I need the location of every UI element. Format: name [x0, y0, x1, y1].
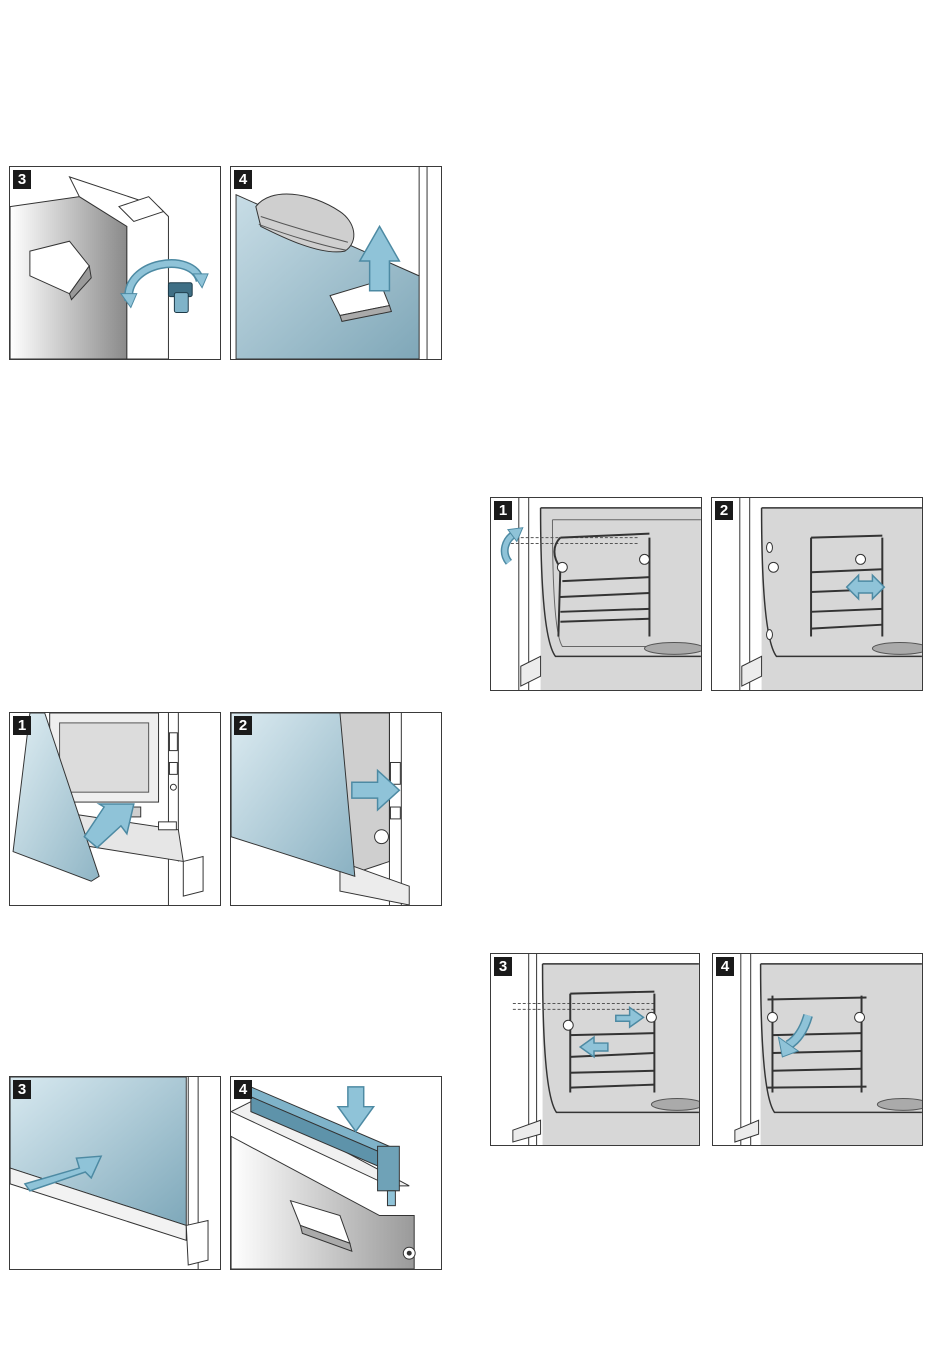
push-glass-pane-icon	[231, 713, 441, 905]
step-number-badge: 2	[234, 716, 252, 735]
press-door-cover-icon	[231, 1077, 441, 1269]
step-panel-1: 1	[9, 712, 221, 906]
step-number-badge: 4	[234, 170, 252, 189]
step-number-badge: 2	[715, 501, 733, 520]
lift-shelf-support-icon	[491, 498, 701, 690]
step-panel-3: 3	[9, 166, 221, 360]
step-panel-2: 2	[230, 712, 442, 906]
step-panel-4: 4	[712, 953, 923, 1146]
pull-shelf-support-icon	[712, 498, 922, 690]
insert-shelf-support-icon	[491, 954, 699, 1145]
step-panel-4: 4	[230, 1076, 442, 1270]
slide-glass-pane-icon	[10, 1077, 220, 1269]
step-number-badge: 1	[13, 716, 31, 735]
step-panel-3: 3	[490, 953, 700, 1146]
step-number-badge: 1	[494, 501, 512, 520]
step-number-badge: 3	[13, 1080, 31, 1099]
step-number-badge: 4	[234, 1080, 252, 1099]
step-number-badge: 3	[13, 170, 31, 189]
step-panel-2: 2	[711, 497, 923, 691]
step-number-badge: 4	[716, 957, 734, 976]
step-number-badge: 3	[494, 957, 512, 976]
step-panel-1: 1	[490, 497, 702, 691]
lift-glass-pane-icon	[231, 167, 441, 359]
step-panel-3: 3	[9, 1076, 221, 1270]
turn-screw-icon	[10, 167, 220, 359]
insert-glass-pane-icon	[10, 713, 220, 905]
step-panel-4: 4	[230, 166, 442, 360]
lower-shelf-support-icon	[713, 954, 922, 1145]
